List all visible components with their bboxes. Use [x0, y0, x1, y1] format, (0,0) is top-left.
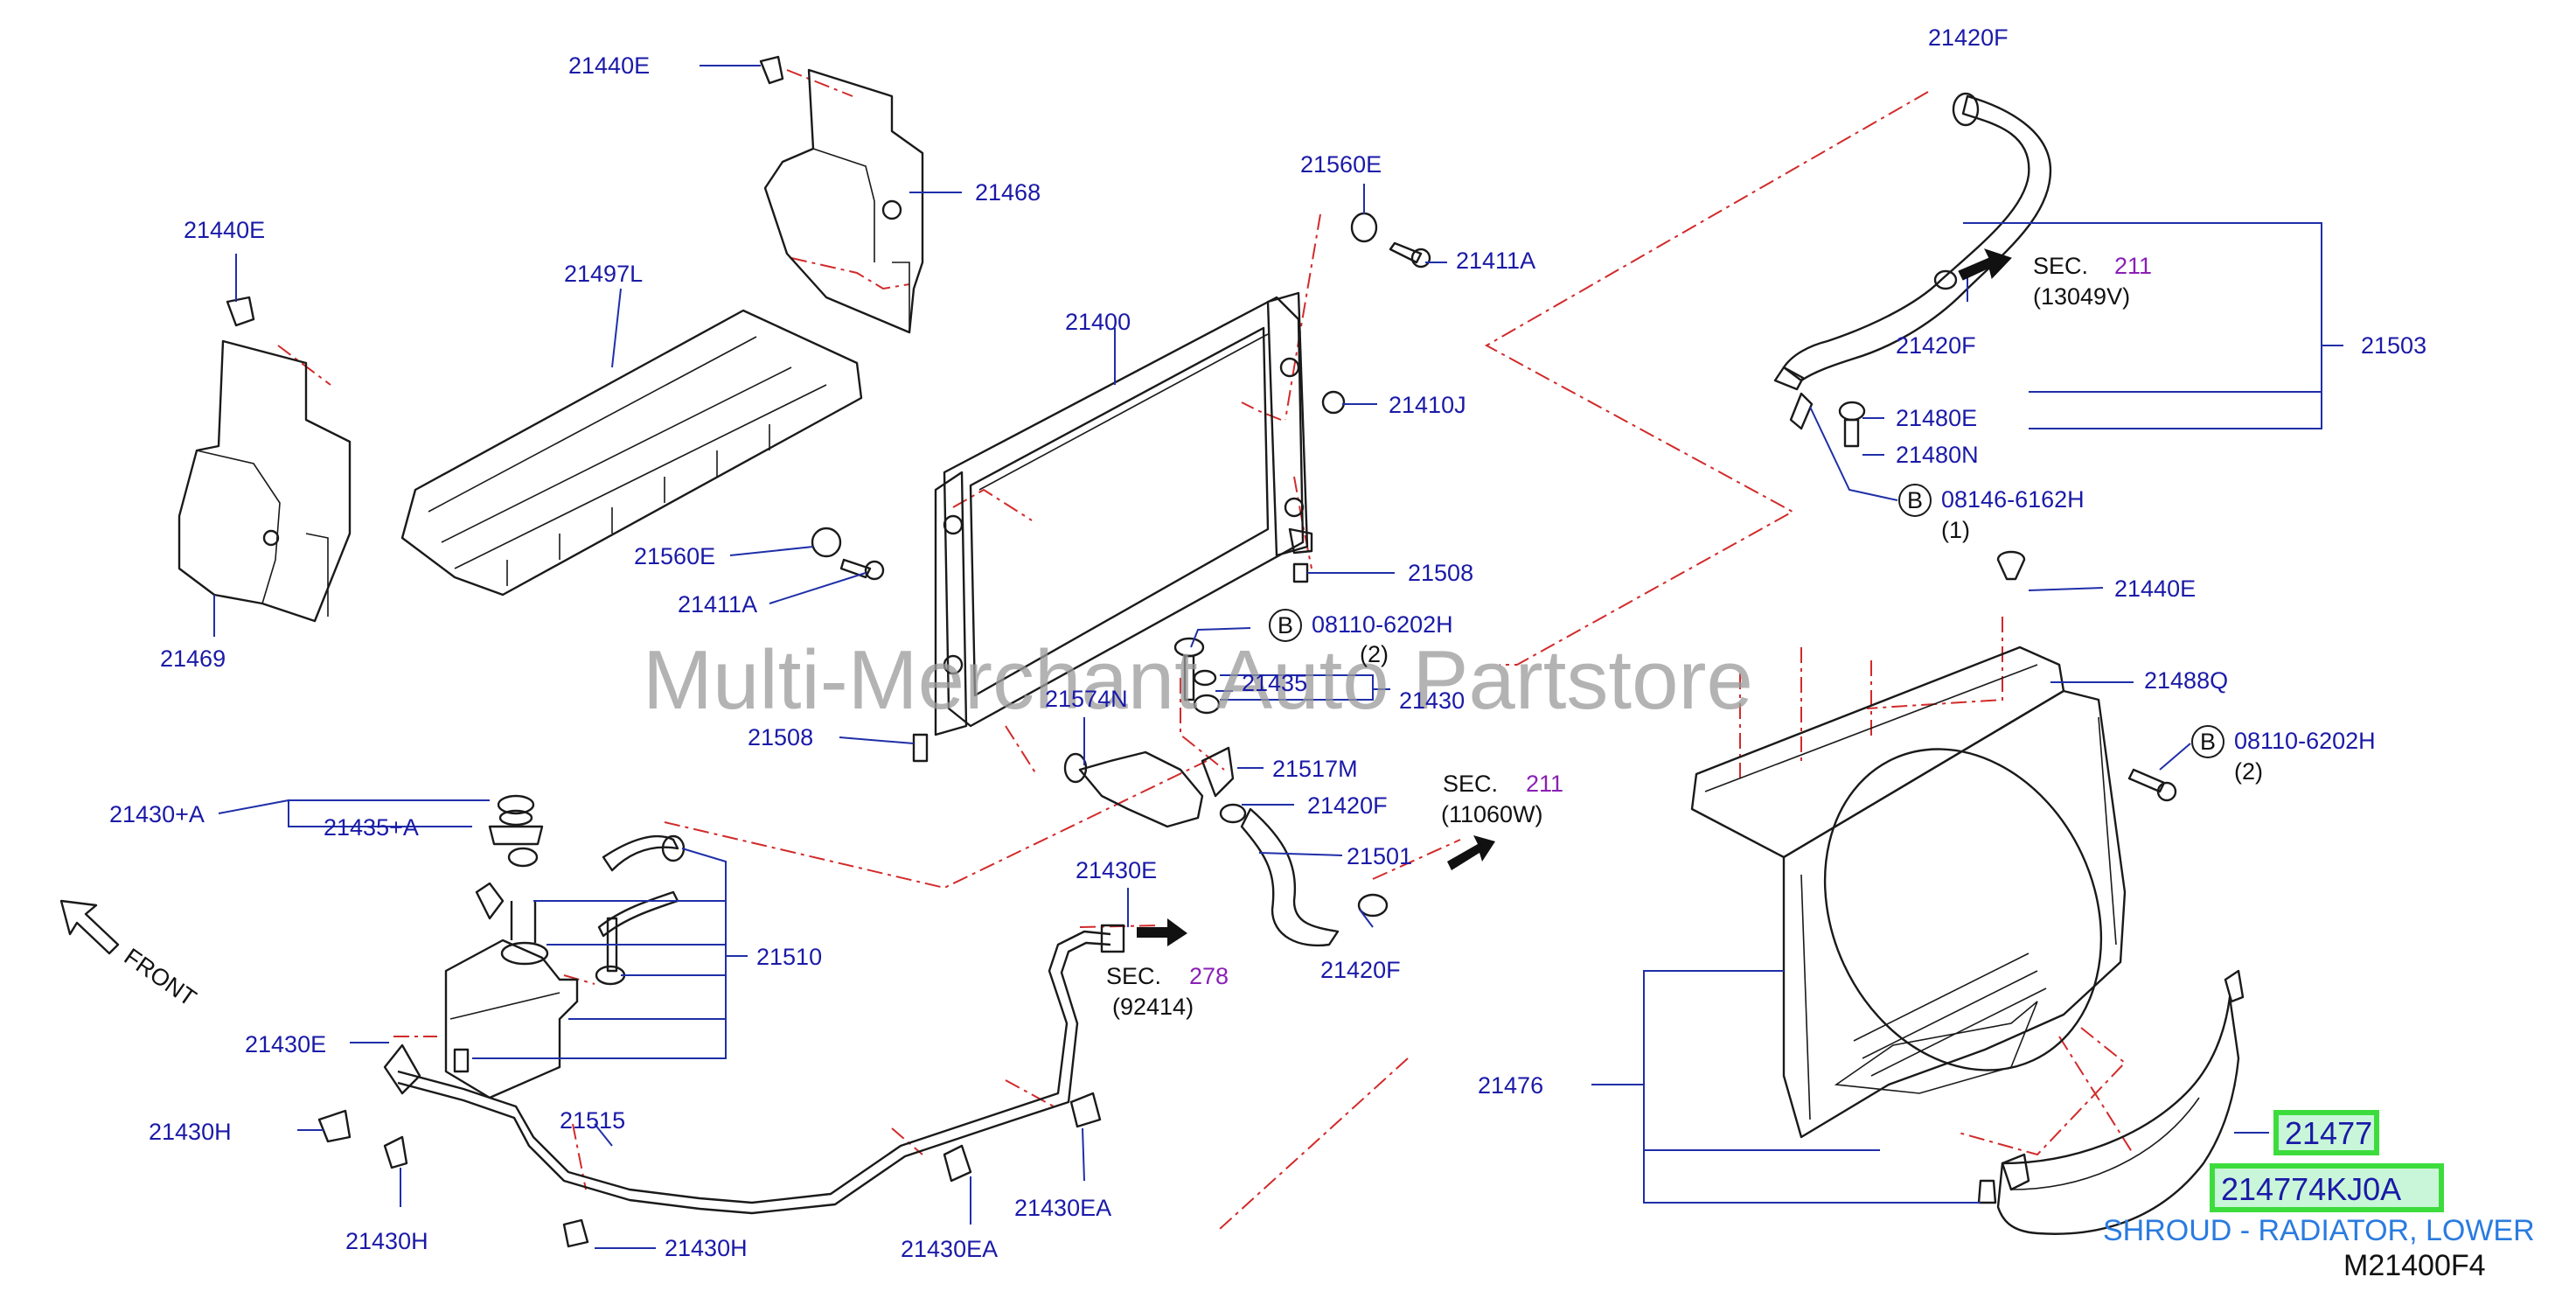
label-21420F: 21420F [1928, 24, 2009, 51]
fan-shroud-21476 [1690, 646, 2127, 1139]
sec-number: 211 [2114, 253, 2152, 279]
front-label: FRONT [120, 943, 201, 1011]
circle-b-label: B [2200, 729, 2216, 755]
label-21480E: 21480E [1896, 405, 1977, 431]
leader-lines [213, 65, 2343, 1249]
sec-number: 278 [1189, 963, 1229, 989]
watermark: Multi-Merchant Auto Partstore [643, 633, 1753, 727]
sec-prefix: SEC. [2033, 253, 2088, 279]
label-21430-plus-a: 21430+A [109, 801, 205, 827]
label-21476: 21476 [1478, 1072, 1543, 1099]
label-21420F: 21420F [1307, 792, 1388, 819]
label-21560E: 21560E [1300, 151, 1382, 178]
sec-code: (13049V) [2033, 283, 2130, 310]
front-arrow: FRONT [59, 899, 201, 1011]
radiator-21400 [934, 291, 1313, 736]
label-21515: 21515 [560, 1107, 625, 1134]
sec-number: 211 [1526, 771, 1563, 797]
label-qty: (2) [1360, 641, 1389, 667]
label-21510: 21510 [756, 944, 822, 970]
sec-prefix: SEC. [1106, 963, 1161, 989]
reservoir-21510 [444, 809, 686, 1099]
label-21420F: 21420F [1320, 957, 1401, 983]
sec-code: (92414) [1112, 994, 1194, 1020]
label-08146-6162H: 08146-6162H [1941, 486, 2085, 513]
label-21430: 21430 [1399, 687, 1465, 714]
assembly-dash-lines [277, 69, 2134, 1230]
bracket-21468 [759, 55, 924, 334]
label-21508: 21508 [748, 724, 813, 750]
sec-code: (11060W) [1441, 801, 1543, 827]
label-21503: 21503 [2361, 332, 2426, 359]
bracket-21469 [178, 296, 352, 623]
label-21430EA: 21430EA [1014, 1195, 1111, 1221]
label-21440E: 21440E [2114, 576, 2196, 602]
fasteners [811, 212, 1431, 763]
part-labels: 21440E 21468 21440E 21497L 21469 21560E … [109, 24, 2426, 1262]
label-21411A: 21411A [678, 591, 757, 618]
label-21440E: 21440E [568, 52, 650, 79]
highlight-part-number[interactable]: 21477 [2285, 1115, 2372, 1151]
label-qty: (2) [2234, 758, 2263, 785]
sec-prefix: SEC. [1443, 771, 1498, 797]
label-21411A: 21411A [1456, 248, 1535, 274]
section-arrows [1137, 248, 2012, 946]
label-08110-6202H: 08110-6202H [2234, 728, 2376, 754]
highlight-description: SHROUD - RADIATOR, LOWER [2103, 1214, 2535, 1247]
hose-21501 [1063, 746, 1389, 947]
label-21435-plus-a: 21435+A [324, 814, 419, 841]
label-21430E: 21430E [1076, 857, 1157, 883]
diagram-code: M21400F4 [2343, 1249, 2486, 1282]
caps-21430A [488, 794, 544, 846]
label-21501: 21501 [1347, 843, 1412, 869]
circle-b-label: B [1278, 612, 1293, 639]
label-08110-6202H: 08110-6202H [1312, 611, 1453, 638]
highlight-callout[interactable]: 21477 214774KJ0A SHROUD - RADIATOR, LOWE… [2103, 1110, 2535, 1247]
label-21480N: 21480N [1896, 442, 1979, 468]
label-21430EA: 21430EA [901, 1236, 998, 1262]
label-21469: 21469 [160, 646, 226, 672]
label-21420F: 21420F [1896, 332, 1976, 359]
tube-21515 [317, 924, 1125, 1248]
hose-21503 [1773, 92, 2052, 448]
label-21430H: 21430H [665, 1235, 748, 1261]
label-21574N: 21574N [1045, 686, 1128, 712]
label-21497L: 21497L [564, 261, 643, 287]
label-21440E: 21440E [184, 217, 265, 243]
lower-shroud-21477 [1996, 969, 2245, 1235]
label-21400: 21400 [1065, 309, 1131, 335]
circle-b-label: B [1907, 487, 1923, 513]
highlight-full-part-number[interactable]: 214774KJ0A [2221, 1171, 2401, 1207]
label-21430E: 21430E [245, 1031, 326, 1057]
label-21488Q: 21488Q [2144, 667, 2228, 694]
label-21410J: 21410J [1389, 392, 1466, 418]
label-21468: 21468 [975, 179, 1041, 206]
rail-21497L [400, 309, 863, 597]
label-21435: 21435 [1242, 670, 1307, 696]
label-21430H: 21430H [149, 1119, 232, 1145]
bolts-right [1977, 550, 2177, 1204]
label-21517M: 21517M [1272, 756, 1358, 782]
label-21430H: 21430H [345, 1228, 428, 1254]
label-qty: (1) [1941, 517, 1970, 543]
label-21508: 21508 [1408, 560, 1473, 586]
label-21560E: 21560E [634, 543, 715, 569]
